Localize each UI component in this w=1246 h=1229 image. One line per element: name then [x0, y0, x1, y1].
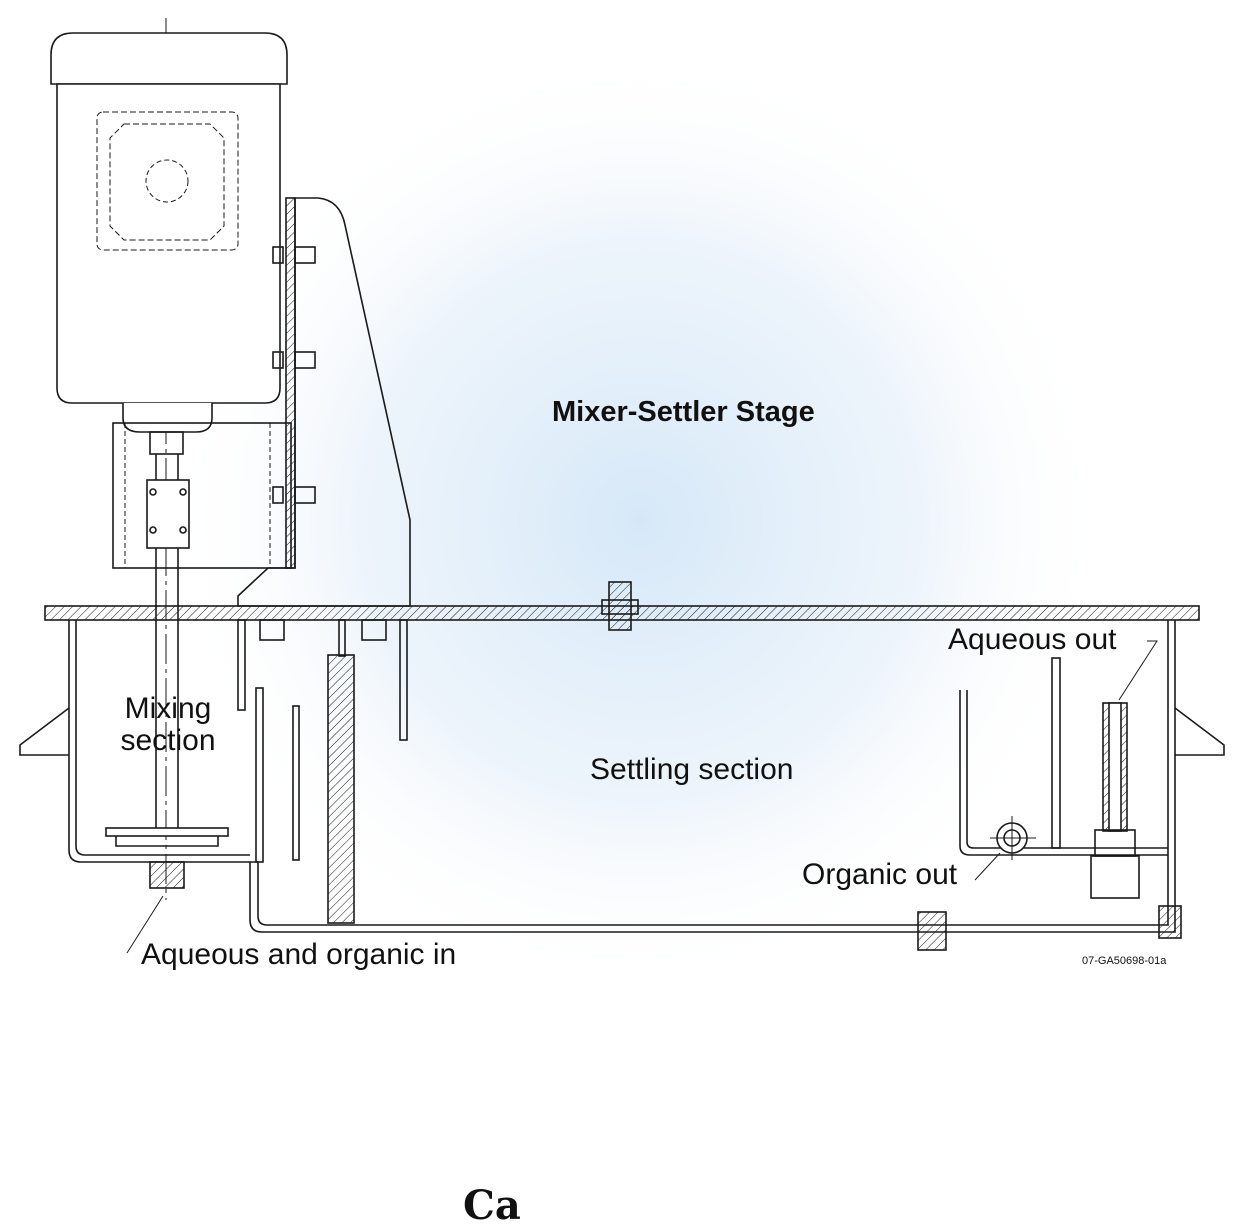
- weir-plate-right: [1051, 657, 1061, 849]
- motor-cap: [50, 32, 288, 85]
- diagram-canvas: Mixer-Settler Stage Mixing section Settl…: [19, 18, 1225, 1226]
- mixer-settler-drawing: [19, 18, 1225, 990]
- coupling-screw: [149, 526, 157, 534]
- baffle: [237, 619, 246, 711]
- aqueous-organic-in-label: Aqueous and organic in: [141, 938, 457, 971]
- shaft-coupling: [146, 479, 190, 549]
- baffle: [292, 705, 300, 861]
- motor-hidden-shaft: [145, 159, 189, 203]
- aqueous-out-leader: [1118, 640, 1158, 701]
- settling-tank-wall-inner: [257, 620, 1169, 926]
- organic-weir-box: [959, 690, 1168, 856]
- baffle: [399, 619, 408, 741]
- organic-out-leader: [974, 852, 1001, 881]
- drain-fitting: [1158, 905, 1182, 939]
- bracket-gusset: [237, 197, 411, 607]
- lid-vent-fitting: [608, 581, 632, 631]
- right-support-flange: [1174, 707, 1225, 756]
- motor-shaft-collar: [149, 431, 184, 455]
- footer-partial-text: Ca: [463, 1186, 623, 1226]
- organic-out-label: Organic out: [802, 858, 958, 891]
- baffle: [338, 619, 346, 657]
- footer-partial-text-value: Ca: [463, 1182, 521, 1229]
- drawing-code: 07-GA50698-01a: [1082, 955, 1167, 967]
- mixing-section-label-line1: Mixing: [124, 692, 212, 725]
- aqueous-out-pipe-bore: [1108, 702, 1122, 832]
- aqueous-out-nipple: [1090, 855, 1140, 899]
- impeller-blades: [115, 836, 219, 847]
- motor-hidden-outline-inner: [109, 123, 225, 241]
- motor-neck: [122, 403, 213, 433]
- diagram-title: Mixer-Settler Stage: [552, 396, 815, 428]
- lid-vent-nut: [601, 599, 639, 615]
- organic-weir-box-inner: [966, 690, 1168, 849]
- background-glow: [170, 50, 1110, 990]
- inlet-fitting: [149, 861, 185, 889]
- bracket-plate: [285, 197, 296, 569]
- mixing-tank-wall-inner: [75, 620, 250, 856]
- settling-tank-wall: [249, 620, 1176, 933]
- coupling-screw: [179, 526, 187, 534]
- inlet-leader: [126, 895, 164, 954]
- base-bolt: [259, 619, 285, 641]
- base-bolt: [361, 619, 387, 641]
- baffle: [255, 687, 264, 863]
- aqueous-out-fitting: [1094, 829, 1136, 857]
- settling-section-label: Settling section: [590, 753, 794, 786]
- weir-plate: [327, 654, 355, 924]
- mixing-tank-wall: [68, 620, 258, 863]
- drain-fitting: [917, 911, 947, 951]
- motor-body: [56, 83, 281, 404]
- motor-hidden-outline-outer: [96, 111, 239, 251]
- mixing-section-label: Mixing section: [108, 693, 228, 757]
- left-support-flange: [19, 707, 70, 756]
- impeller-disk: [105, 827, 229, 837]
- coupling-screw: [179, 488, 187, 496]
- aqueous-out-label: Aqueous out: [948, 623, 1117, 656]
- mixing-section-label-line2: section: [120, 724, 216, 757]
- coupling-screw: [149, 488, 157, 496]
- bracket-bolt-group: [272, 246, 316, 504]
